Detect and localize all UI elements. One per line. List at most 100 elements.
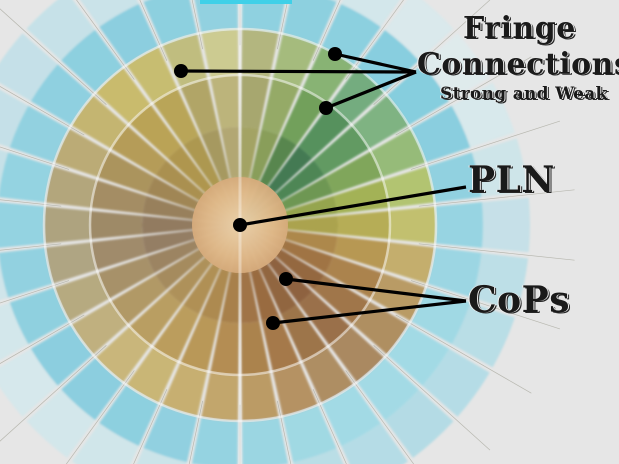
sunburst-sector [126, 347, 178, 404]
sunburst-sector [26, 389, 96, 458]
sunburst-sector [302, 347, 354, 404]
sunburst-sector [282, 0, 337, 46]
sunburst-sector [341, 0, 400, 27]
leader-line-cops [285, 277, 467, 303]
sunburst-sector [129, 291, 182, 346]
sunburst-sector [272, 362, 318, 417]
sunburst-sector [155, 160, 204, 201]
sunburst-sector [194, 0, 238, 33]
sunburst-sector [110, 125, 167, 176]
sunburst-sector [352, 301, 409, 355]
sunburst-sector [282, 404, 337, 463]
spoke [395, 56, 532, 136]
spoke [410, 280, 561, 330]
leader-dot-fringe [328, 47, 342, 61]
leader-dot-pln [233, 218, 247, 232]
sunburst-sector [471, 138, 529, 198]
sunburst-sector [341, 423, 408, 464]
sunburst-sector [9, 287, 70, 345]
sunburst-sector [54, 128, 110, 178]
spoke [410, 120, 561, 170]
spoke [0, 243, 62, 251]
leader-dot-fringe [174, 64, 188, 78]
sunburst-sector [302, 46, 354, 103]
sunburst-sector [142, 0, 149, 2]
label-fringe: Fringe [463, 11, 576, 46]
spoke [345, 370, 415, 464]
sunburst-sector [191, 417, 238, 464]
sunburst-sector [30, 324, 93, 386]
sunburst-sector [0, 302, 29, 361]
sunburst-sector [0, 202, 45, 248]
sunburst-sector [387, 64, 450, 126]
sunburst-sector [72, 423, 139, 464]
spoke [191, 0, 203, 50]
sunburst-sector [167, 257, 212, 304]
sunburst-sector [129, 104, 182, 159]
sunburst-sector [44, 206, 91, 244]
sunburst-sector [110, 274, 167, 325]
sunburst-sector [99, 384, 159, 446]
sunburst-sector [97, 256, 155, 299]
sunburst-sector [167, 146, 212, 193]
sunburst-sector [201, 372, 239, 421]
spoke [277, 0, 289, 50]
leader-line-cops [272, 299, 467, 325]
sunburst-sector [9, 105, 70, 163]
spoke [0, 8, 107, 105]
sunburst-sector [321, 384, 381, 446]
sunburst-sector [183, 135, 221, 186]
sunburst-sector [383, 242, 435, 284]
sunburst-sector [250, 269, 279, 321]
sunburst-sector [210, 321, 239, 375]
leader-line-fringe [325, 70, 417, 110]
sunburst-ring-outer-cops [44, 29, 437, 421]
leader-dot-cops [266, 316, 280, 330]
sunburst-sector [329, 326, 385, 383]
sunburst-sector [451, 302, 515, 368]
sunburst-sector [451, 82, 515, 148]
spoke [277, 400, 292, 464]
sunburst-sector [370, 128, 426, 178]
sunburst-sector [201, 129, 230, 181]
sunburst-sector [384, 0, 454, 61]
sunburst-sector [90, 180, 147, 214]
spoke [418, 189, 575, 207]
sunburst-sector [384, 389, 454, 458]
sunburst-sector [0, 89, 29, 148]
sunburst-sector [481, 197, 530, 253]
leader-dot-cops [279, 272, 293, 286]
sunburst-sector [280, 304, 327, 362]
sunburst-sector [422, 348, 490, 417]
sunburst-ring-inner-cops [141, 127, 338, 323]
sunburst-sector [71, 301, 128, 355]
sunburst-sector [45, 166, 97, 208]
sunburst-sector [240, 272, 260, 323]
sunburst-sector [241, 372, 279, 421]
sunburst-sector [387, 324, 450, 386]
sunburst-sector [281, 240, 333, 274]
spoke [373, 0, 491, 105]
sunburst-sector [61, 29, 124, 93]
sunburst-sector [276, 249, 325, 290]
spoke [0, 280, 70, 304]
sunburst-sector [241, 321, 270, 375]
sunburst-sector [261, 78, 300, 136]
sunburst-sector [427, 247, 482, 298]
sunburst-sector [90, 236, 147, 270]
sunburst-sector [298, 104, 351, 159]
ring-divider [88, 73, 392, 377]
spoke [133, 389, 168, 464]
spoke [0, 146, 70, 170]
sunburst-sector [142, 195, 195, 220]
sunburst-sector [162, 33, 208, 88]
spoke [65, 370, 135, 464]
sunburst-sector [242, 0, 286, 33]
sunburst-sector [370, 272, 426, 322]
sunburst-sector [61, 357, 124, 421]
sunburst-sector [220, 127, 240, 178]
label-pln: PLN [468, 159, 555, 201]
sunburst-sector [220, 272, 240, 323]
leader-line-fringe [334, 52, 417, 74]
sunburst-sector [95, 67, 151, 124]
